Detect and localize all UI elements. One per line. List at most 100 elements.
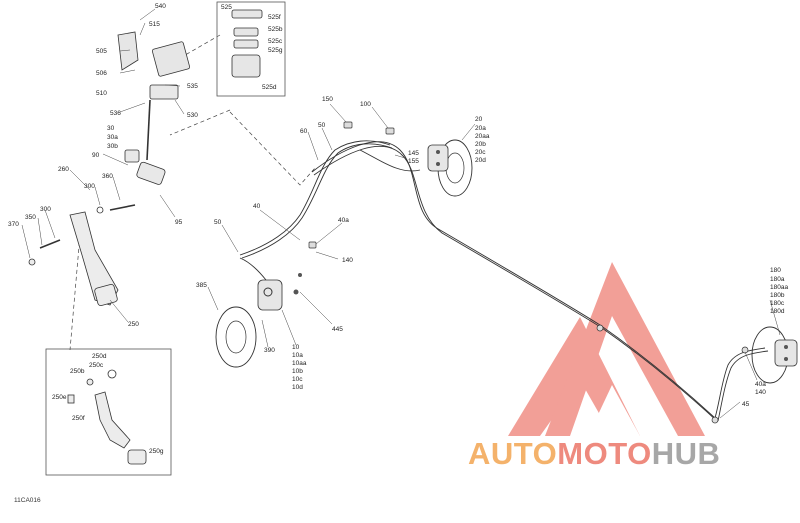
- label-180: 180: [770, 267, 781, 274]
- label-250e: 250e: [52, 394, 67, 401]
- label-525c: 525c: [268, 38, 283, 45]
- inset-box-ecu: [216, 1, 286, 97]
- caliper-bolt: [298, 273, 302, 277]
- label-10c: 10c: [292, 376, 303, 383]
- watermark-triangle-inner: [588, 385, 640, 436]
- connector-150: [343, 121, 353, 129]
- label-370: 370: [8, 221, 19, 228]
- label-250d: 250d: [92, 353, 107, 360]
- caliper-bolt: [784, 357, 788, 361]
- detail-pedal-arm: [94, 391, 131, 449]
- rear-brake: [751, 326, 798, 384]
- label-535: 535: [187, 83, 198, 90]
- caliper-piston: [263, 287, 273, 297]
- label-20a: 20a: [475, 125, 486, 132]
- caliper-bolt: [436, 150, 440, 154]
- label-20d: 20d: [475, 157, 486, 164]
- document-code: 11CA016: [14, 497, 41, 504]
- label-95: 95: [175, 219, 183, 226]
- watermark-triangle-right: [545, 262, 705, 436]
- leader-pedal-box: [169, 109, 231, 136]
- reservoir: [124, 149, 140, 163]
- watermark-part-hub: HUB: [651, 436, 721, 471]
- front-left-caliper: [257, 279, 283, 311]
- fitting-rear: [711, 416, 719, 424]
- label-20aa: 20aa: [475, 133, 490, 140]
- leader-lines: [21, 8, 781, 419]
- label-180c: 180c: [770, 300, 785, 307]
- brake-pedal: [28, 211, 119, 307]
- label-100: 100: [360, 101, 371, 108]
- detail-washer: [86, 378, 94, 386]
- front-left-disc: [215, 306, 257, 368]
- label-40: 40: [253, 203, 261, 210]
- label-145: 145: [408, 150, 419, 157]
- front-left-brake: [215, 273, 302, 368]
- part-labels: 540 515 505 506 510 535 536 530 525 525f…: [8, 3, 788, 455]
- label-530: 530: [187, 112, 198, 119]
- master-cylinder-assembly: [96, 84, 179, 214]
- label-250c: 250c: [89, 362, 104, 369]
- label-180a: 180a: [770, 276, 785, 283]
- label-350: 350: [25, 214, 36, 221]
- label-40a: 40a: [338, 217, 349, 224]
- watermark-logo: [508, 262, 705, 436]
- front-right-disc-inner: [445, 152, 465, 184]
- label-10b: 10b: [292, 368, 303, 375]
- bracket: [149, 84, 179, 100]
- label-390: 390: [264, 347, 275, 354]
- label-40b: 40a: [755, 381, 766, 388]
- pedal-rod: [109, 204, 136, 211]
- pedal-pad: [94, 283, 118, 307]
- label-250g: 250g: [149, 448, 164, 455]
- watermark-text: AUTOMOTOHUB: [468, 436, 720, 472]
- pedal-detail-parts: [67, 369, 147, 465]
- label-140a: 140: [342, 257, 353, 264]
- front-left-disc-inner: [225, 320, 247, 354]
- label-30a: 30a: [107, 134, 118, 141]
- label-445: 445: [332, 326, 343, 333]
- label-505: 505: [96, 48, 107, 55]
- label-10d: 10d: [292, 384, 303, 391]
- brake-line-left-2: [241, 143, 393, 259]
- label-20c: 20c: [475, 149, 486, 156]
- label-510: 510: [96, 90, 107, 97]
- brake-line-main-2: [313, 145, 718, 422]
- label-180aa: 180aa: [770, 284, 788, 291]
- label-525g: 525g: [268, 47, 283, 54]
- brake-line-left: [239, 140, 391, 256]
- label-180d: 180d: [770, 308, 785, 315]
- rear-caliper: [774, 339, 798, 367]
- label-45: 45: [742, 401, 750, 408]
- fitting-rear-t: [596, 324, 604, 332]
- connector-525c: [233, 39, 259, 49]
- leader-hose-to-abs: [229, 111, 316, 186]
- label-250f: 250f: [72, 415, 85, 422]
- front-right-brake: [427, 139, 473, 197]
- label-540: 540: [155, 3, 166, 10]
- pedal-bolt: [28, 258, 36, 266]
- caliper-bolt: [784, 345, 788, 349]
- watermark-part-moto: MOTO: [557, 436, 652, 471]
- leader-inset-box: [69, 234, 81, 351]
- label-506: 506: [96, 70, 107, 77]
- detail-pedal-pad: [127, 449, 147, 465]
- label-150: 150: [322, 96, 333, 103]
- connector-525b: [233, 27, 259, 37]
- label-300a: 300: [84, 183, 95, 190]
- detail-bushing: [67, 394, 75, 404]
- label-260: 260: [58, 166, 69, 173]
- brake-lines: [239, 140, 769, 422]
- master-cylinder: [136, 161, 166, 185]
- label-50a: 50: [318, 122, 326, 129]
- label-360: 360: [102, 173, 113, 180]
- label-10: 10: [292, 344, 300, 351]
- label-536: 536: [110, 110, 121, 117]
- inset-box-pedal: [45, 348, 172, 476]
- detail-spring: [107, 369, 117, 379]
- label-250: 250: [128, 321, 139, 328]
- brake-line-to-caliper: [239, 257, 267, 281]
- label-20b: 20b: [475, 141, 486, 148]
